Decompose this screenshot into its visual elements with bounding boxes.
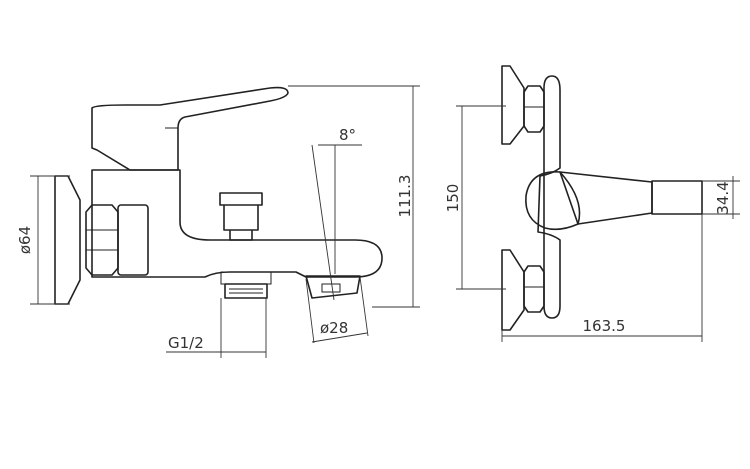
spout-angle-dimension: 8°	[311, 126, 362, 301]
hex-nut	[85, 204, 119, 276]
svg-text:ø28: ø28	[320, 319, 348, 337]
svg-text:8°: 8°	[339, 126, 356, 144]
depth-dimension: 163.5	[501, 214, 703, 342]
lower-hex-nut	[523, 265, 545, 313]
top-view: 150 34.4 163.5	[444, 65, 740, 342]
svg-text:ø64: ø64	[16, 226, 34, 254]
center-distance-dimension: 150	[444, 105, 506, 290]
svg-text:G1/2: G1/2	[168, 334, 204, 352]
lever-handle	[91, 86, 289, 171]
svg-text:34.4: 34.4	[714, 181, 732, 214]
shower-outlet	[224, 283, 268, 299]
mixer-body	[91, 169, 383, 278]
handle-width-dimension: 34.4	[702, 176, 740, 219]
upper-hex-nut	[523, 85, 545, 133]
spout-diameter-dimension: ø28	[305, 276, 369, 344]
wall-flange	[54, 175, 81, 305]
handle-cap	[525, 171, 579, 231]
height-dimension: 111.3	[288, 85, 420, 308]
svg-text:163.5: 163.5	[583, 317, 626, 335]
front-view: ø64 111.3 8° ø28 G1/2	[16, 85, 420, 358]
top-body	[537, 75, 561, 319]
wall-diameter-dimension: ø64	[16, 175, 70, 305]
diverter-knob	[219, 192, 263, 241]
upper-wall-flange	[501, 65, 525, 145]
connector-block	[117, 204, 149, 276]
aerator	[305, 275, 361, 299]
svg-text:150: 150	[444, 184, 462, 213]
lever-grip	[651, 180, 703, 215]
svg-text:111.3: 111.3	[396, 175, 414, 218]
lower-wall-flange	[501, 249, 525, 331]
lever-top	[559, 171, 653, 225]
thread-dimension: G1/2	[166, 298, 267, 358]
